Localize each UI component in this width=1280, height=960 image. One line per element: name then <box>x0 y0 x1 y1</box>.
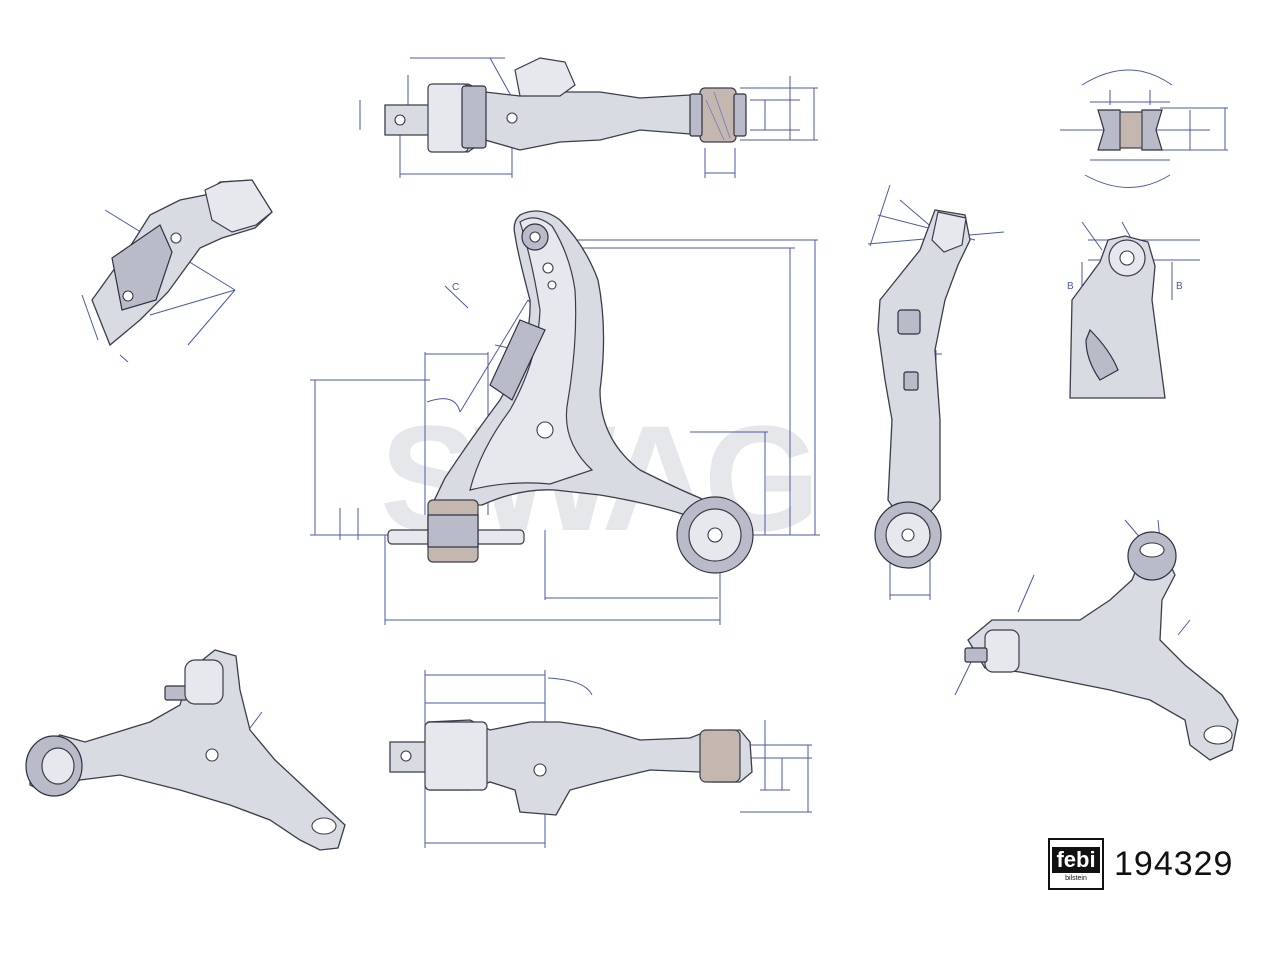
bottom-view <box>389 670 812 848</box>
view-marker-c: C <box>452 282 459 293</box>
brand-block: febi bilstein 194329 <box>1048 838 1233 890</box>
perspective-view-right <box>954 519 1239 761</box>
top-view <box>359 57 818 178</box>
section-label-left: B <box>1067 281 1074 292</box>
febi-logo-icon: febi bilstein <box>1048 838 1104 890</box>
perspective-view-left <box>25 649 346 851</box>
section-label-right: B <box>1176 281 1183 292</box>
bushing-section-view <box>1060 69 1228 188</box>
brand-logo-text: febi <box>1052 846 1100 873</box>
part-number: 194329 <box>1114 844 1234 883</box>
ball-joint-detail-view <box>81 179 273 363</box>
main-front-view: C <box>310 210 820 625</box>
brand-logo-subtext: bilstein <box>1065 874 1087 882</box>
side-view <box>867 184 1005 600</box>
section-b-view: B B <box>1067 221 1200 399</box>
